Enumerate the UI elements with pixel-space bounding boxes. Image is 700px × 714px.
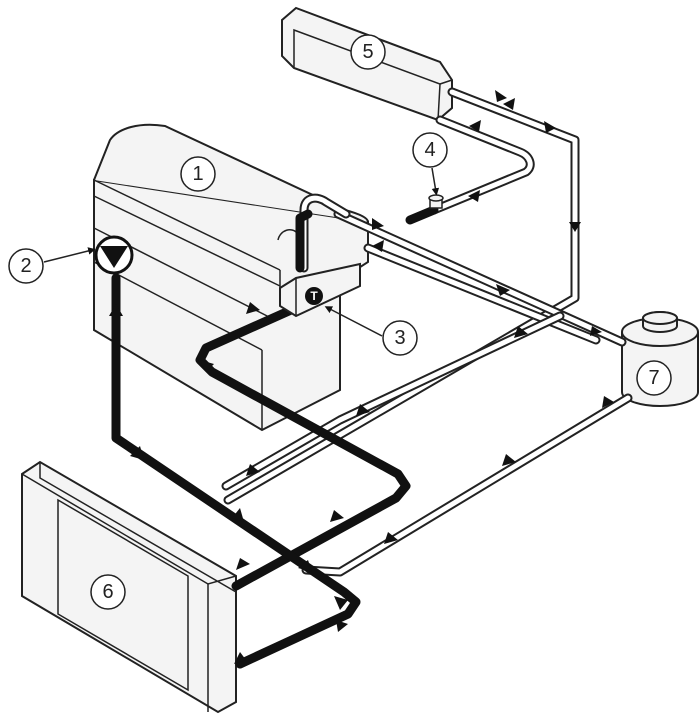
svg-text:1: 1 [192, 163, 203, 185]
svg-text:5: 5 [362, 41, 373, 63]
callout-6: 6 [90, 574, 126, 610]
thermostat-symbol: T [305, 287, 323, 305]
valve [428, 194, 444, 209]
flow-arrows [109, 90, 614, 664]
flow-arrow [130, 446, 144, 460]
leader-lines [43, 167, 440, 337]
svg-text:3: 3 [394, 327, 405, 349]
callout-1: 1 [180, 156, 216, 192]
flow-arrow [109, 304, 123, 316]
callout-2: 2 [8, 248, 44, 284]
flow-arrow [246, 302, 260, 314]
flow-arrow [372, 240, 384, 252]
flow-arrow [334, 596, 348, 610]
flow-arrow [544, 121, 556, 133]
radiator [21, 460, 237, 714]
flow-arrow [232, 508, 244, 522]
flow-arrow [298, 560, 312, 572]
water-pump-symbol [94, 235, 134, 275]
flow-arrow [590, 326, 602, 336]
svg-text:2: 2 [20, 255, 31, 277]
flow-arrow [496, 284, 510, 296]
flow-arrow [384, 532, 398, 544]
hot-pipes [111, 205, 439, 669]
callout-3: 3 [382, 320, 418, 356]
flow-arrow [569, 222, 581, 232]
flow-arrow [514, 326, 528, 338]
svg-text:6: 6 [102, 581, 113, 603]
flow-arrow [336, 620, 348, 632]
flow-arrow [502, 454, 516, 466]
flow-arrow [200, 360, 214, 372]
callout-7: 7 [636, 360, 672, 396]
flow-arrow [356, 404, 370, 416]
flow-arrow [236, 558, 250, 570]
flow-arrow [330, 510, 344, 522]
flow-arrow [246, 464, 260, 476]
flow-arrow [469, 120, 481, 132]
callout-5: 5 [350, 34, 386, 70]
svg-text:7: 7 [648, 367, 659, 389]
flow-arrow [372, 218, 384, 230]
flow-arrow [503, 98, 515, 110]
callout-4: 4 [412, 132, 448, 168]
flow-arrow [602, 396, 614, 408]
flow-arrow [495, 90, 507, 102]
svg-text:T: T [310, 289, 318, 303]
flow-arrow [468, 190, 480, 202]
flow-arrow [234, 652, 246, 664]
svg-text:4: 4 [424, 139, 435, 161]
